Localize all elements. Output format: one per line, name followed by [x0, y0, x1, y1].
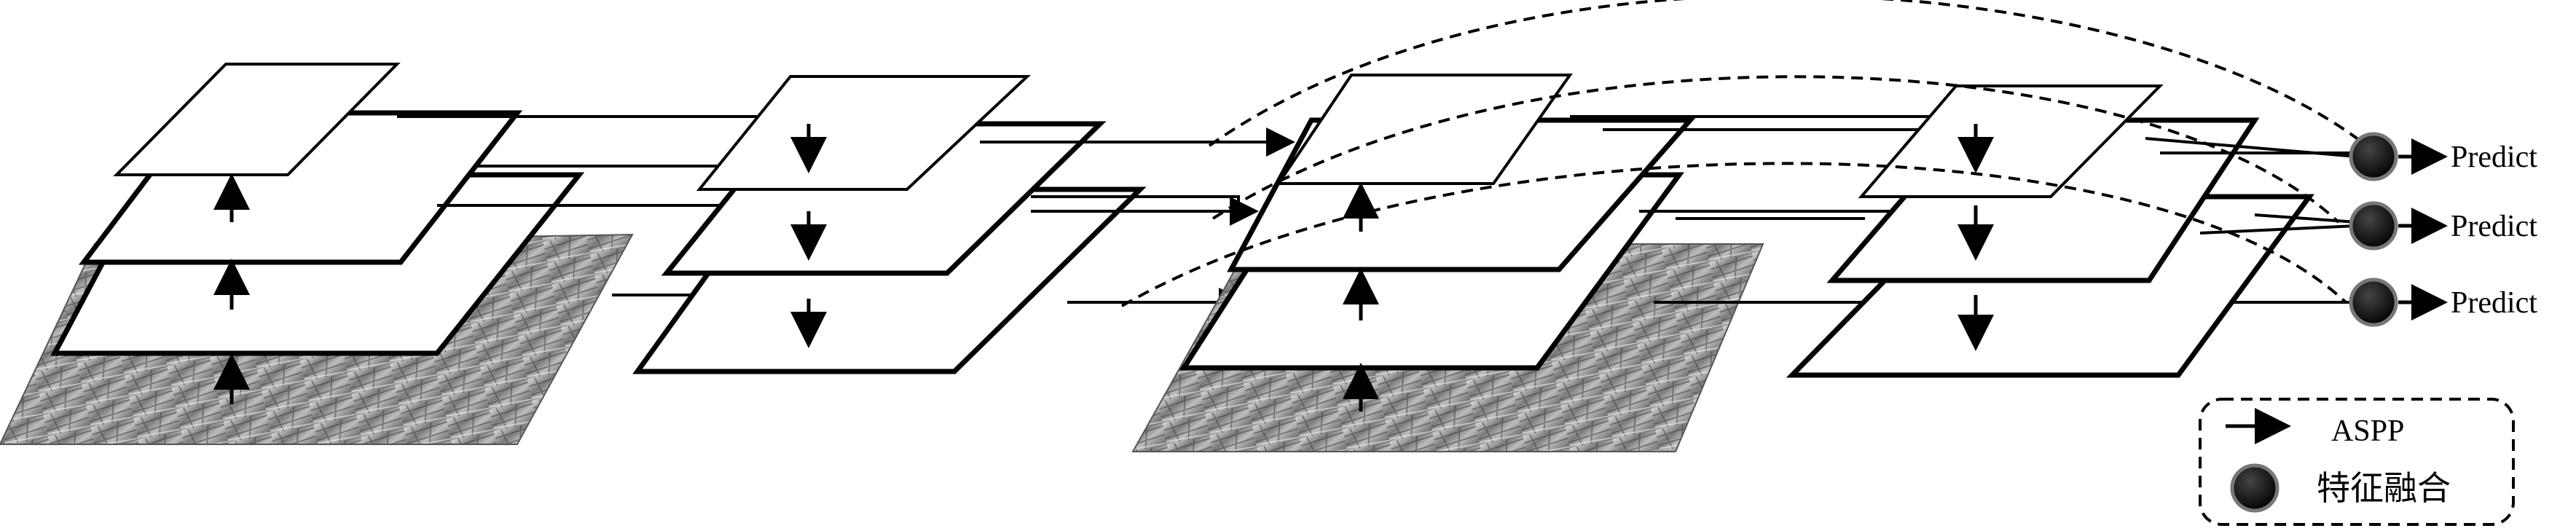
feature-layer-2c — [696, 75, 1032, 191]
legend: ASPP 特征融合 — [2199, 398, 2515, 526]
predict-label-3: Predict — [2451, 286, 2537, 320]
fusion-node-3: Predict — [2349, 278, 2537, 327]
fusion-node-icon — [2349, 132, 2398, 181]
stage-2-pyramid — [632, 75, 1147, 374]
fusion-node-1: Predict — [2349, 132, 2537, 181]
predict-label-2: Predict — [2451, 210, 2537, 243]
stage-4-pyramid — [1786, 84, 2314, 378]
predict-label-1: Predict — [2451, 141, 2537, 174]
stage-1-pyramid — [0, 63, 634, 445]
fusion-node-icon — [2349, 201, 2398, 251]
feature-layer-1c — [113, 63, 401, 176]
feature-layer-3c — [1276, 74, 1573, 185]
stage-4-to-output-connectors — [2145, 137, 2357, 304]
stage-3-pyramid — [1131, 74, 1764, 452]
legend-aspp-label: ASPP — [2331, 414, 2404, 448]
fusion-node-2: Predict — [2349, 201, 2537, 251]
legend-fusion-label: 特征融合 — [2317, 470, 2451, 507]
fusion-node-icon — [2349, 278, 2398, 327]
output-column: Predict Predict Predict — [2349, 132, 2537, 327]
fusion-node-icon — [2230, 463, 2279, 513]
